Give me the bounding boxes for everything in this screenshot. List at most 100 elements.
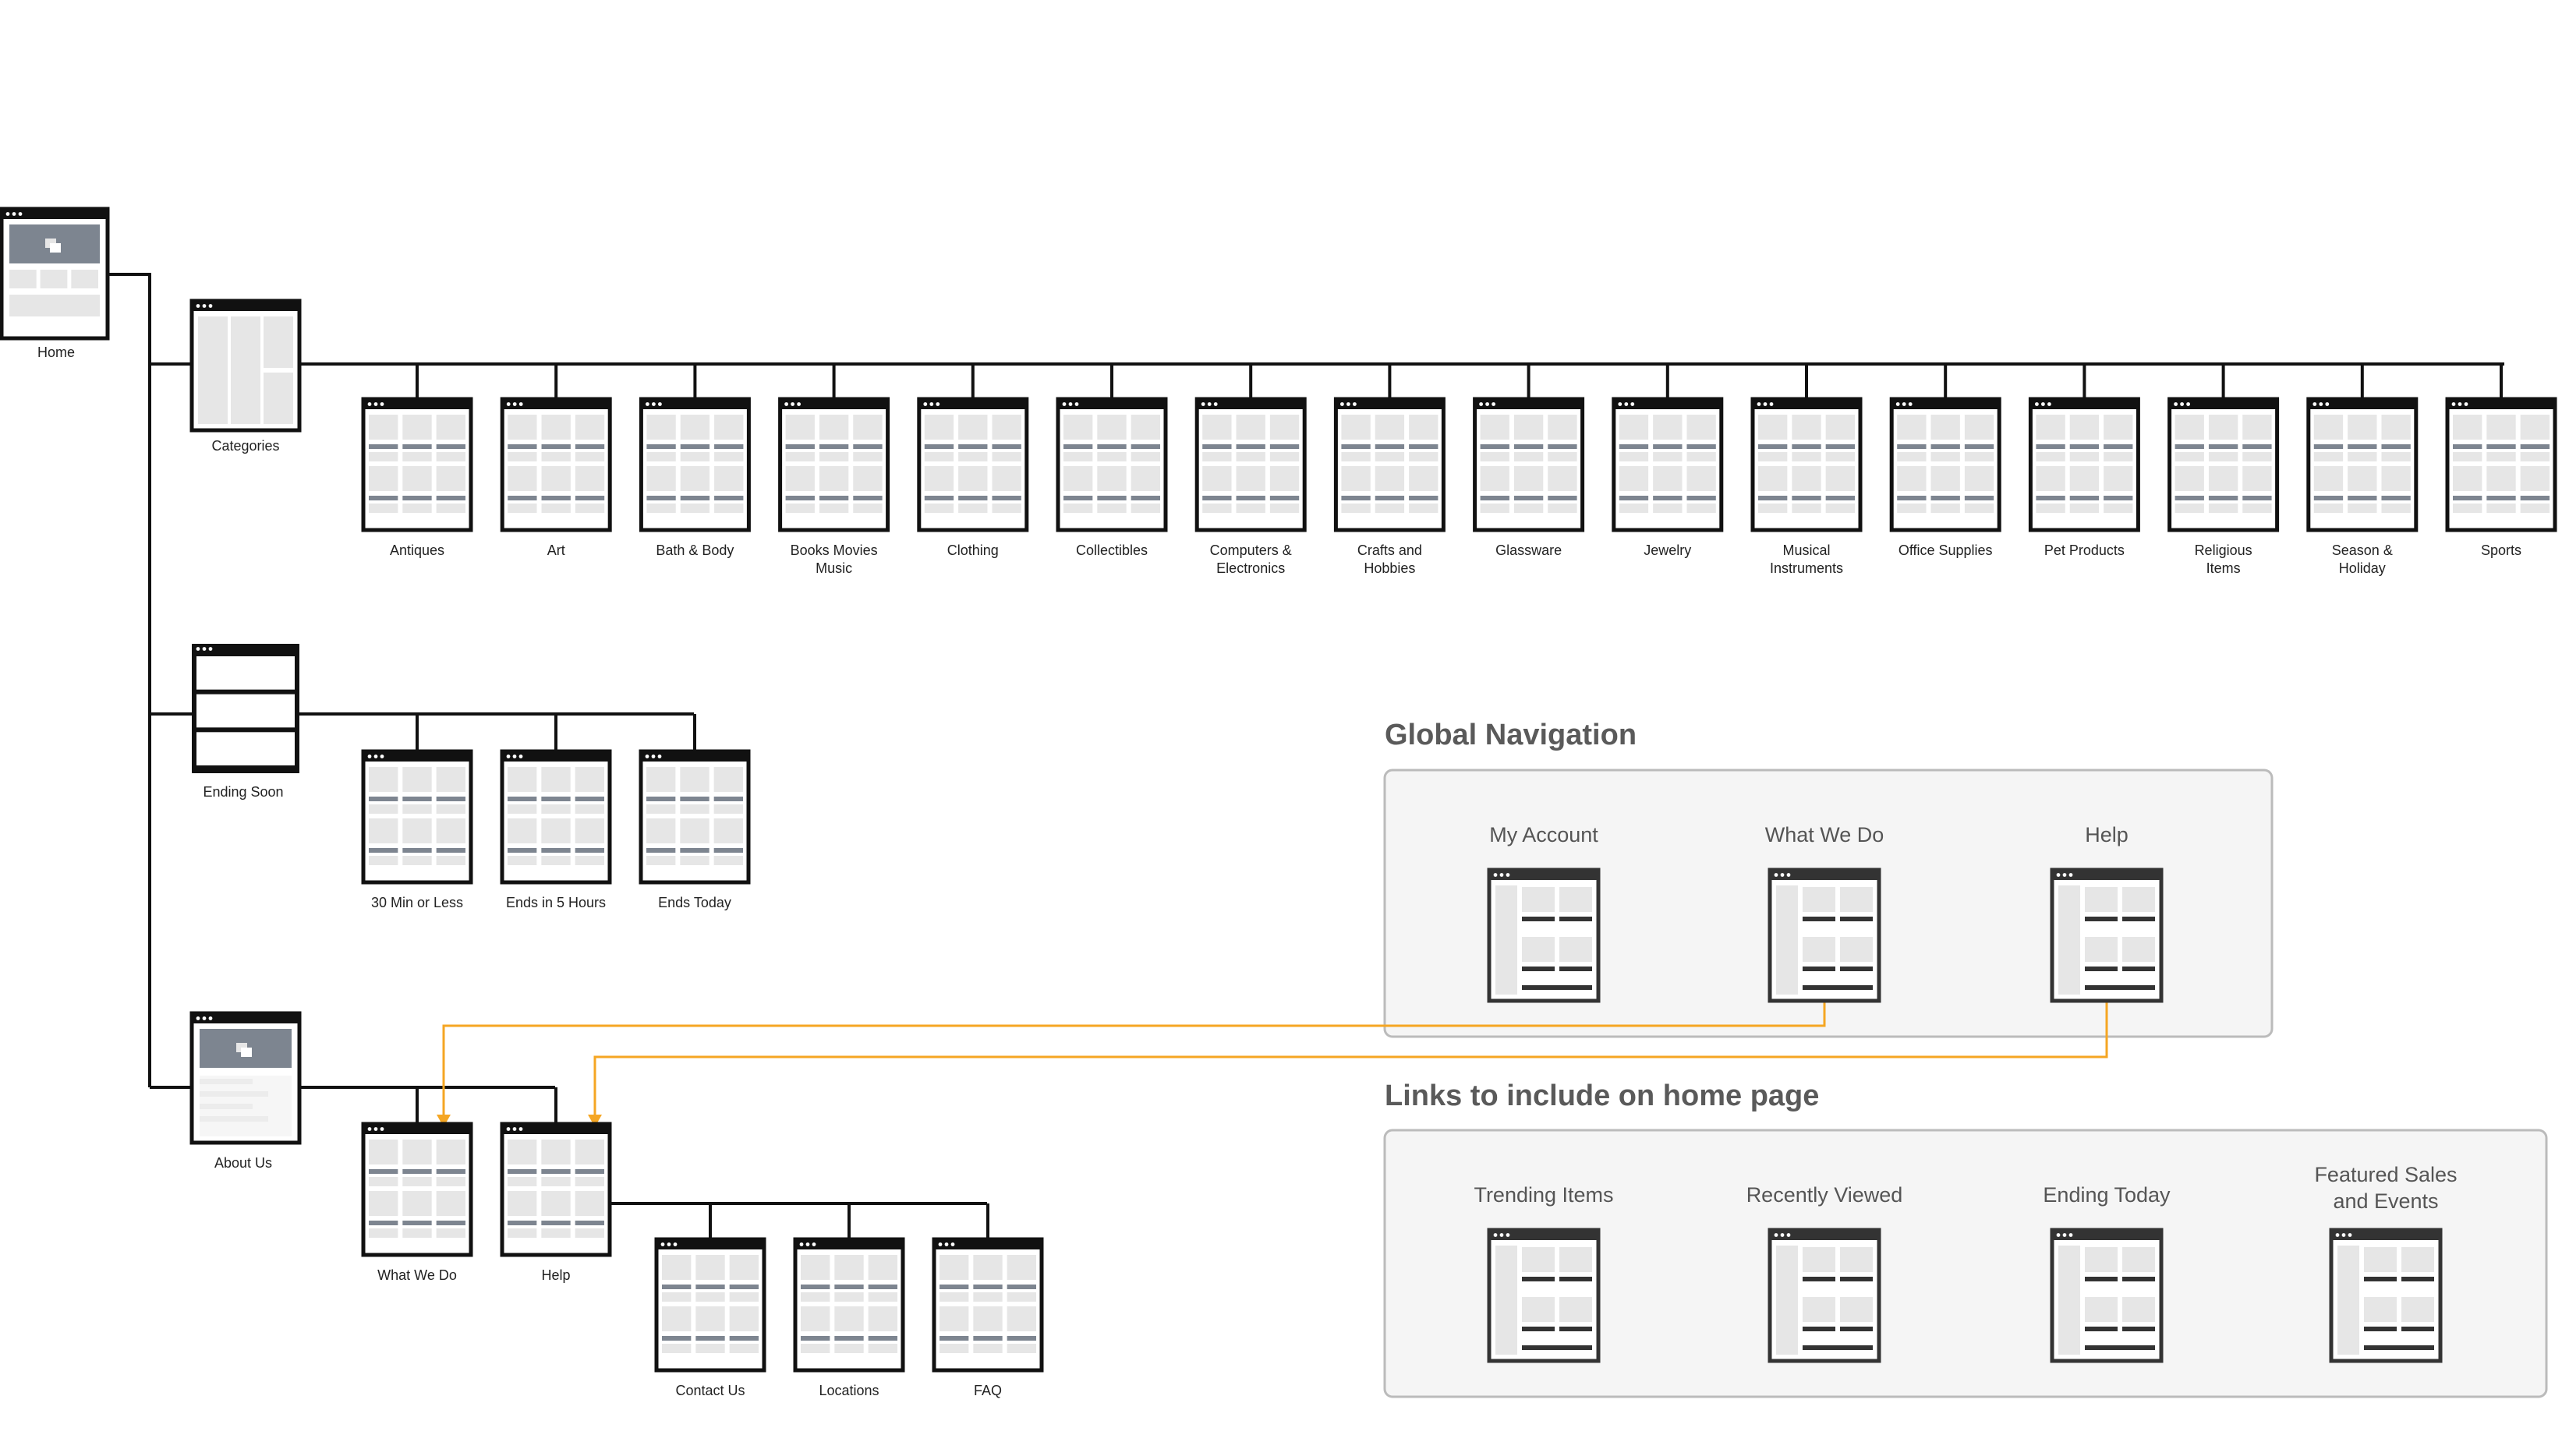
text-bar (1803, 917, 1835, 921)
thumbnail-placeholder (369, 804, 398, 814)
thumbnail-placeholder (369, 466, 398, 491)
window-dot-icon (196, 304, 200, 308)
thumbnail-placeholder (1409, 504, 1438, 513)
category-sports-icon[interactable] (2445, 397, 2557, 532)
home-link-featured-sales-and-events-icon[interactable] (2329, 1228, 2443, 1363)
thumbnail-placeholder (853, 452, 883, 461)
ending-soon-page-icon[interactable] (192, 644, 299, 773)
global-nav-what-we-do-icon[interactable] (1768, 868, 1881, 1003)
text-bar (1548, 496, 1577, 500)
thumbnail-placeholder (1548, 466, 1577, 491)
help-contact-us-page-icon[interactable] (654, 1237, 766, 1373)
category-art-icon[interactable] (500, 397, 612, 532)
thumbnail-placeholder (868, 1255, 897, 1280)
window-dot-icon (805, 1242, 810, 1246)
category-musical-instruments-icon[interactable] (1750, 397, 1863, 532)
window-dot-icon (1786, 1233, 1791, 1237)
text-bar (402, 444, 432, 449)
about-us-page-icon[interactable] (189, 1011, 302, 1145)
help-locations-page-icon[interactable] (793, 1237, 905, 1373)
thumbnail-placeholder (853, 504, 883, 513)
thumbnail-placeholder (973, 1344, 1003, 1353)
text-bar (992, 496, 1021, 500)
thumbnail-placeholder (1803, 1247, 1835, 1272)
about-what-we-do-page-icon[interactable] (361, 1122, 473, 1257)
thumbnail-placeholder (436, 856, 465, 865)
thumbnail-placeholder (853, 466, 883, 491)
category-computers-and-electronics-icon[interactable] (1194, 397, 1307, 532)
thumbnail-placeholder (2085, 1247, 2118, 1272)
thumbnail-placeholder (541, 818, 571, 843)
global-nav-help-icon[interactable] (2050, 868, 2164, 1003)
text-bar (436, 1169, 465, 1174)
help-faq-page-icon[interactable] (932, 1237, 1044, 1373)
text-bar (940, 1336, 969, 1341)
title-bar (2, 209, 108, 219)
thumbnail-placeholder (713, 856, 743, 865)
ending-soon-ends-today-icon[interactable] (639, 749, 751, 885)
home-link-recently-viewed-icon[interactable] (1768, 1228, 1881, 1363)
thumbnail-placeholder (1131, 504, 1160, 513)
thumbnail-placeholder (508, 818, 537, 843)
thumbnail-placeholder (695, 1292, 725, 1302)
category-bath-and-body-icon[interactable] (639, 397, 751, 532)
home-link-trending-items-icon[interactable] (1487, 1228, 1601, 1363)
categories-page-icon[interactable] (189, 299, 302, 433)
home-page-icon[interactable] (0, 207, 110, 341)
category-antiques-icon[interactable] (361, 397, 473, 532)
category-label-office-supplies: Office Supplies (1898, 542, 1993, 558)
ending-soon-ends-in-5-hours-icon[interactable] (500, 749, 612, 885)
text-bar (2122, 917, 2155, 921)
category-glassware-icon[interactable] (1473, 397, 1585, 532)
thumbnail-placeholder (1964, 452, 1994, 461)
home-link-ending-today-icon[interactable] (2050, 1228, 2164, 1363)
ending-soon-30-min-or-less-icon[interactable] (361, 749, 473, 885)
category-religious-items-icon[interactable] (2167, 397, 2280, 532)
thumbnail-placeholder (940, 1306, 969, 1331)
text-bar (369, 797, 398, 801)
thumbnail-placeholder (541, 856, 571, 865)
text-bar (1269, 444, 1300, 449)
category-clothing-icon[interactable] (917, 397, 1029, 532)
thumbnail-placeholder (1131, 415, 1160, 440)
category-office-supplies-icon[interactable] (1889, 397, 2001, 532)
text-bar (819, 496, 849, 500)
thumbnail-placeholder (2313, 415, 2344, 440)
text-bar (1522, 1345, 1592, 1350)
thumbnail-placeholder (785, 466, 815, 491)
text-bar (1513, 496, 1544, 500)
thumbnail-placeholder (2085, 1297, 2118, 1322)
thumbnail-placeholder (9, 270, 37, 288)
title-bar (363, 1124, 471, 1134)
thumbnail-placeholder (1269, 452, 1300, 461)
text-bar (801, 1336, 830, 1341)
text-bar (646, 444, 676, 449)
thumbnail-placeholder (1825, 415, 1855, 440)
text-bar (1559, 967, 1592, 971)
text-bar (1513, 444, 1544, 449)
text-bar (1758, 496, 1788, 500)
global-nav-my-account-icon[interactable] (1487, 868, 1601, 1003)
window-dot-icon (1757, 402, 1761, 406)
home-link-label-recently-viewed: Recently Viewed (1746, 1183, 1903, 1207)
orange-connectors (437, 1002, 2108, 1127)
text-bar (508, 444, 537, 449)
thumbnail-placeholder (541, 415, 571, 440)
category-season-and-holiday-icon[interactable] (2306, 397, 2419, 532)
window-dot-icon (658, 402, 662, 406)
category-collectibles-icon[interactable] (1056, 397, 1168, 532)
thumbnail-placeholder (1063, 415, 1093, 440)
thumbnail-placeholder (436, 1191, 465, 1216)
text-bar (2364, 1327, 2397, 1331)
text-bar (1803, 1277, 1835, 1281)
global-nav-label-my-account: My Account (1489, 823, 1598, 846)
category-crafts-and-hobbies-icon[interactable] (1333, 397, 1446, 532)
category-label-collectibles: Collectibles (1076, 542, 1148, 558)
about-help-page-icon[interactable] (500, 1122, 612, 1257)
title-bar (1891, 399, 2000, 409)
category-pet-products-icon[interactable] (2028, 397, 2140, 532)
category-books-movies-music-icon[interactable] (778, 397, 890, 532)
thumbnail-placeholder (1897, 415, 1927, 440)
title-bar (1474, 399, 1583, 409)
category-jewelry-icon[interactable] (1612, 397, 1724, 532)
